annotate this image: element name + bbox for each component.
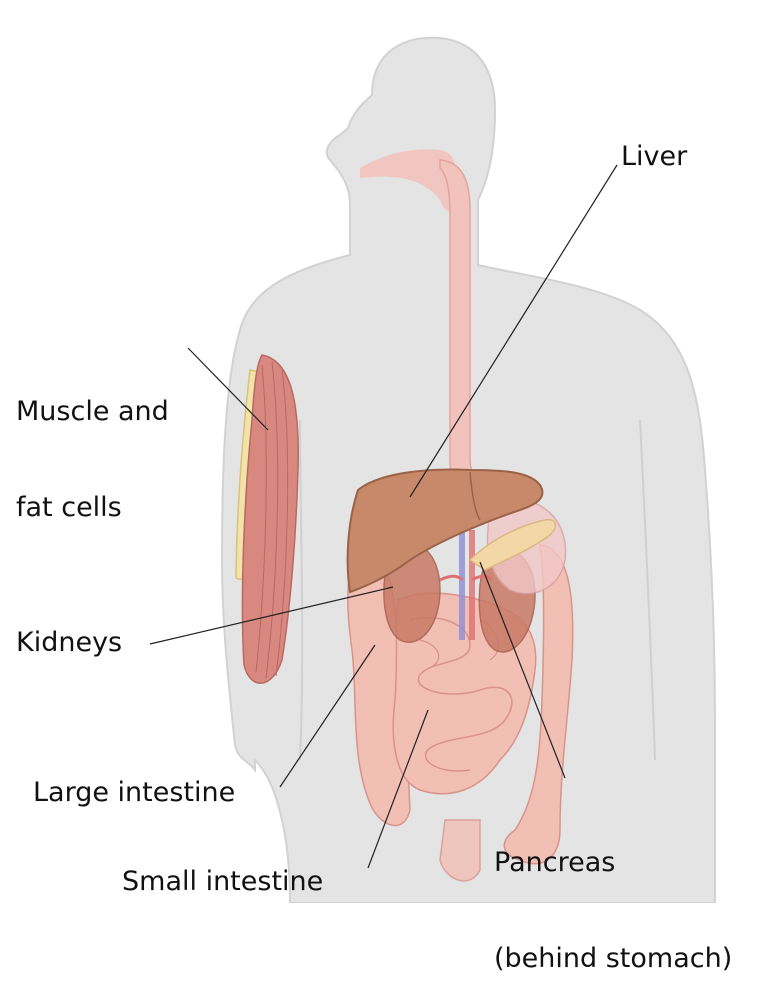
label-muscle-line1: Muscle and [16,396,169,428]
label-pancreas-line2: (behind stomach) [494,943,732,975]
label-liver: Liver [621,141,687,173]
label-kidneys: Kidneys [16,627,122,659]
label-muscle-and-fat-cells: Muscle and fat cells [16,332,169,556]
label-pancreas-line1: Pancreas [494,847,732,879]
label-large-intestine: Large intestine [33,777,235,809]
label-small-intestine: Small intestine [122,866,323,898]
anatomy-diagram: Liver Muscle and fat cells Kidneys Large… [0,0,771,903]
label-pancreas: Pancreas (behind stomach) [494,783,732,1007]
label-muscle-line2: fat cells [16,492,169,524]
